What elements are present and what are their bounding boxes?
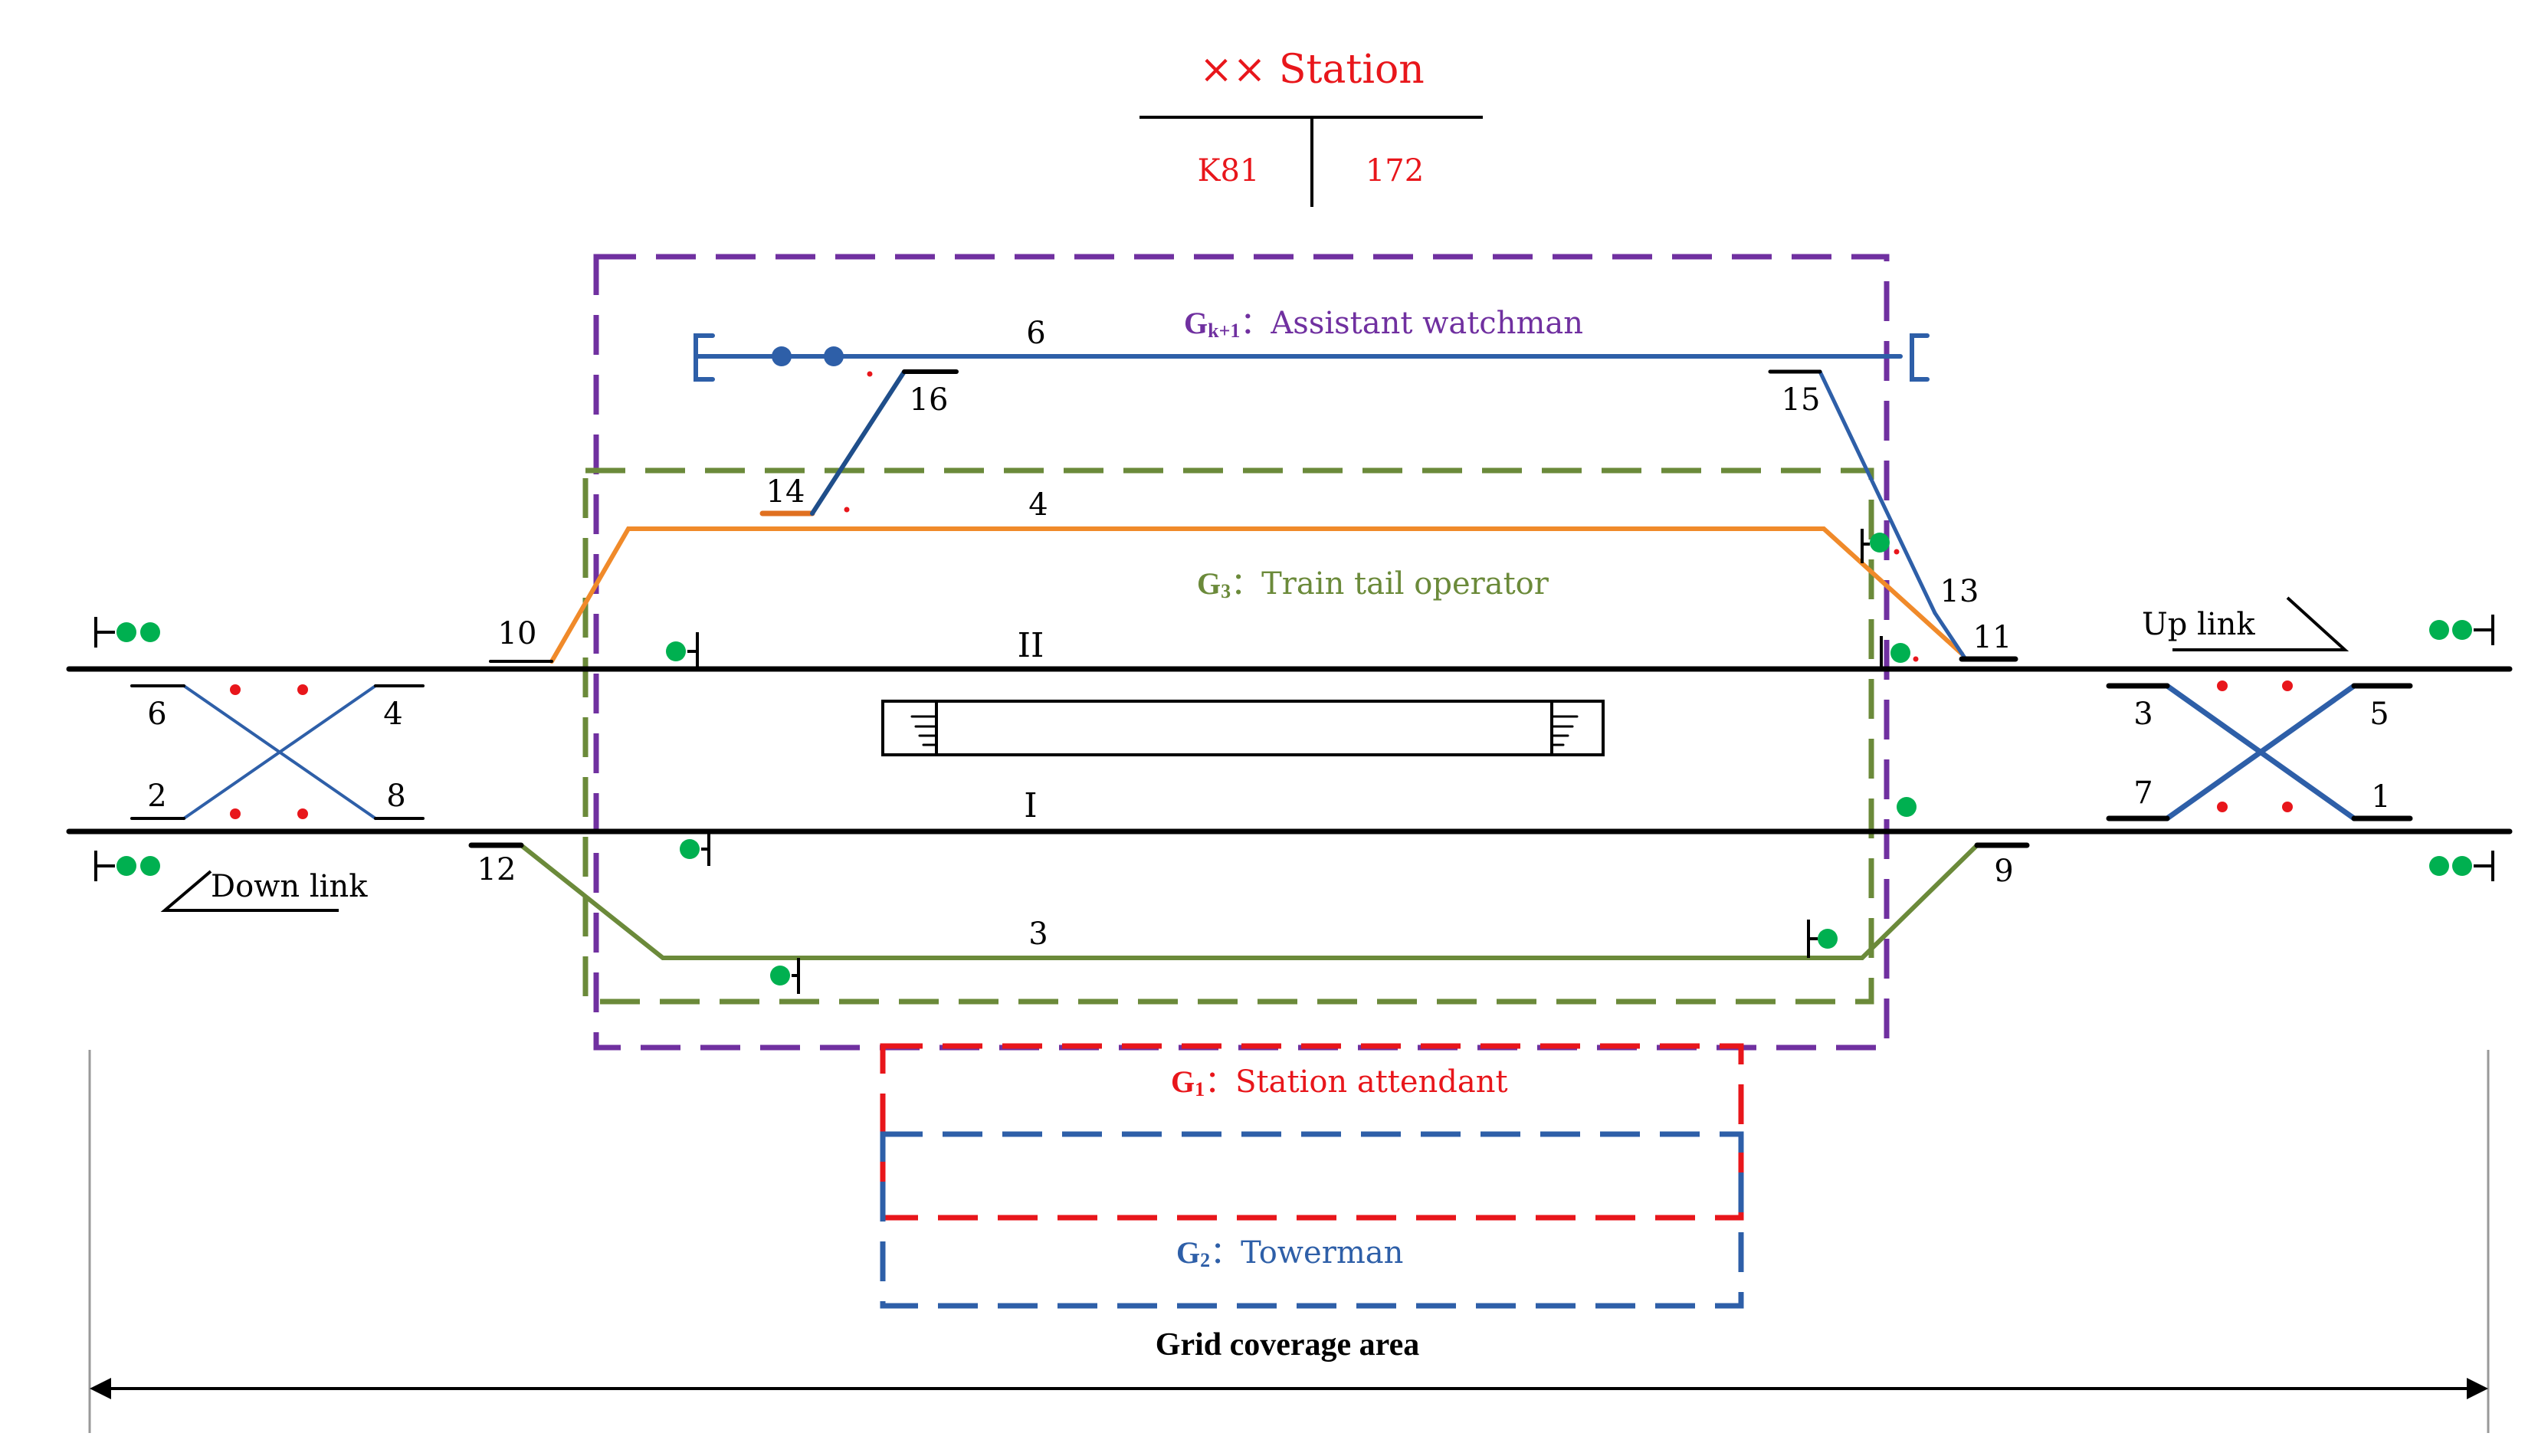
siding-track-3: [519, 843, 1979, 960]
crossover-right-b: [2164, 683, 2357, 821]
signal-left-upper-icon: [94, 617, 160, 648]
siding-6-right-stop: [1910, 333, 1930, 382]
signal-ii-west-icon: [666, 632, 699, 669]
station-km-left: K81: [1198, 153, 1260, 189]
switch-label-5: 5: [2369, 697, 2389, 732]
switch-label-15: 15: [1782, 382, 1821, 418]
g2-label: G2：Towerman: [1176, 1235, 1403, 1271]
track-label-6: 6: [1026, 316, 1045, 351]
gk1-coverage-box: [593, 254, 1890, 1051]
grid-coverage-area: Grid coverage area: [88, 1050, 2490, 1433]
switch-labels: 6 4 2 8 10 12 14 16 15 13 11 9 3 5 7 1: [147, 382, 2390, 889]
down-link-arrow-icon: [160, 870, 339, 912]
group-boxes: [582, 254, 1890, 1309]
switch-label-11: 11: [1973, 620, 2012, 655]
switch-line-13: [1933, 611, 1968, 661]
switch-label-4: 4: [383, 697, 402, 732]
switch-label-16: 16: [910, 382, 949, 418]
g3-coverage-box: [582, 467, 1874, 1005]
platform: [881, 700, 1605, 756]
track-labels: II I 4 6 3: [1018, 316, 1048, 952]
switch-label-8: 8: [386, 779, 405, 814]
track-label-4: 4: [1028, 487, 1048, 523]
g2-coverage-box: [880, 1131, 1744, 1309]
coverage-label: Grid coverage area: [1156, 1327, 1419, 1363]
signal-i-west-icon: [680, 831, 710, 866]
track-label-ii: II: [1018, 626, 1044, 665]
signal-right-upper-icon: [2429, 615, 2494, 645]
switch-label-7: 7: [2133, 776, 2153, 811]
signal-right-lower-icon: [2429, 851, 2494, 881]
up-link-label: Up link: [2142, 607, 2255, 642]
switch-line-15: [1818, 369, 1937, 615]
coverage-arrow-right-icon: [2467, 1378, 2488, 1399]
g3-label: G3：Train tail operator: [1197, 566, 1549, 602]
crossover-left-b: [182, 684, 377, 820]
signal-3-east-icon: [1807, 920, 1838, 958]
station-km-right: 172: [1366, 153, 1424, 189]
switch-label-12: 12: [477, 852, 516, 887]
signal-left-lower-icon: [94, 851, 160, 881]
switch-label-9: 9: [1994, 854, 2013, 889]
switch-label-1: 1: [2371, 779, 2390, 815]
g1-label: G1：Station attendant: [1171, 1064, 1508, 1100]
siding-track-4: [549, 526, 1964, 664]
platform-left-stairs-icon: [910, 715, 938, 746]
switch-line-16: [810, 369, 907, 516]
switch-label-6: 6: [147, 697, 166, 732]
link-labels: Up link Down link: [160, 596, 2349, 912]
switch-label-10: 10: [498, 616, 537, 651]
switch-label-13: 13: [1940, 574, 1979, 609]
group-labels: Gk+1：Assistant watchman G3：Train tail op…: [1171, 306, 1583, 1271]
up-link-arrow-icon: [2172, 596, 2349, 651]
coverage-arrow-left-icon: [90, 1378, 111, 1399]
signal-4-east-icon: [1861, 529, 1890, 563]
signal-ii-east-icon: [1880, 636, 1910, 669]
track-label-i: I: [1024, 786, 1037, 825]
switch-label-3: 3: [2133, 697, 2153, 732]
gk1-label: Gk+1：Assistant watchman: [1184, 306, 1583, 342]
signal-i-east-icon: [1897, 797, 1917, 817]
down-link-label: Down link: [211, 869, 368, 904]
station-header: ×× Station K81 172: [1139, 47, 1483, 207]
station-title: ×× Station: [1199, 47, 1425, 93]
track-label-3: 3: [1028, 917, 1048, 952]
switch-label-2: 2: [147, 779, 166, 814]
signal-6-west-icon: [772, 346, 844, 366]
signals: [94, 346, 2494, 994]
platform-right-stairs-icon: [1550, 715, 1579, 746]
switch-label-14: 14: [766, 474, 805, 510]
siding-6-left-stop: [694, 333, 715, 382]
tracks: [66, 333, 2513, 960]
signal-3-west-icon: [770, 958, 800, 994]
switch-markers: [230, 371, 2293, 819]
